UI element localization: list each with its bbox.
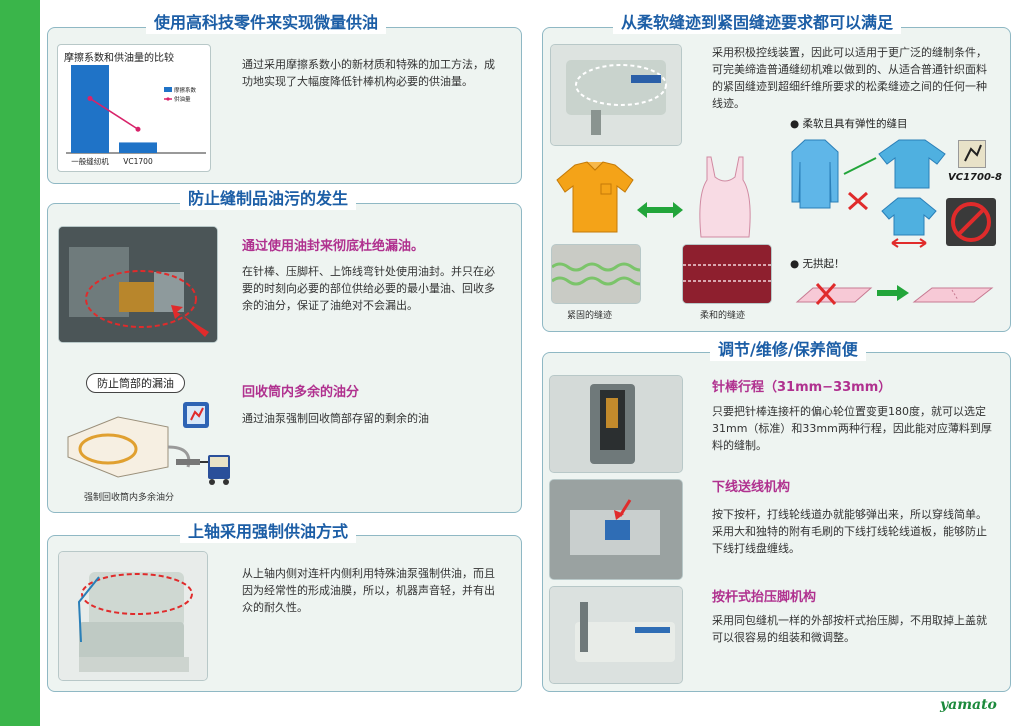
- yamato-logo: yamato: [940, 697, 997, 713]
- chart-legend-swatch: [164, 87, 172, 92]
- bullet-no-puckering: ● 无拱起！: [790, 258, 845, 270]
- bullet-soft-stitch: ● 柔软且具有弹性的缝目: [790, 118, 908, 130]
- stretched-shirt-image: [877, 136, 947, 191]
- needle-bar-photo: [549, 375, 683, 473]
- hint-icon: [183, 402, 209, 428]
- chart-legend-label: 摩擦系数: [174, 86, 197, 94]
- puckered-shirt-image: [880, 195, 938, 250]
- subtitle-oil-seal: 通过使用油封来彻底杜绝漏油。: [242, 239, 425, 254]
- stitch-sample-soft: [682, 244, 772, 304]
- camisole-image: [693, 155, 758, 240]
- stitch-sample-firm: [551, 244, 641, 304]
- chart-legend-marker: [166, 97, 170, 101]
- caption-soft-stitch: 柔和的缝迹: [700, 311, 746, 321]
- machine-photo-thread-control: [550, 44, 682, 146]
- presser-lifter-photo: [549, 586, 683, 684]
- left-accent-bar: [0, 0, 40, 726]
- chart-bar: [119, 142, 157, 153]
- section-title-micro-oil: 使用高科技零件来实现微量供油: [146, 12, 387, 34]
- section-body-forced-oil: 从上轴内侧对连杆内侧利用特殊油泵强制供油，而且因为经常性的形成油膜，所以，机器声…: [242, 567, 495, 614]
- section-title-maintenance: 调节/维修/保养简便: [710, 339, 866, 361]
- section-title-stitch-range: 从柔软缝迹到紧固缝迹要求都可以满足: [613, 12, 902, 34]
- double-arrow-icon: [635, 200, 685, 220]
- oil-comparison-chart: 摩擦系数和供油量的比较 一般缝纫机 VC1700 摩擦系数供油量: [57, 44, 211, 172]
- chart-point: [135, 126, 141, 132]
- no-stretch-icon: [946, 198, 996, 246]
- subtitle-needle-stroke: 针棒行程（31mm−33mm）: [712, 380, 892, 395]
- label-box-leak-prevention: 防止筒部的漏油: [86, 373, 185, 393]
- chart-title: 摩擦系数和供油量的比较: [64, 53, 174, 64]
- chart-category-label: VC1700: [123, 157, 153, 166]
- subtitle-looper-thread: 下线送线机构: [712, 480, 791, 495]
- body-presser-lifter: 采用同包缝机一样的外部按杆式抬压脚，不用取掉上盖就可以很容易的组装和微调整。: [712, 614, 987, 644]
- section-body-micro-oil: 通过采用摩擦系数小的新材质和特殊的加工方法，成功地实现了大幅度降低针棒机构必要的…: [242, 58, 495, 88]
- caption-oil-return: 强制回收筒内多余油分: [84, 493, 175, 503]
- chart-series-line: [89, 97, 139, 130]
- caption-firm-stitch: 紧固的缝迹: [567, 311, 613, 321]
- body-oil-return: 通过油泵强制回收筒部存留的剩余的油: [242, 412, 429, 425]
- body-oil-seal: 在针棒、压脚杆、上饰线弯针处使用油封。并只在必要的时刻向必要的部位供给必要的最小…: [242, 265, 495, 312]
- body-needle-stroke: 只要把针棒连接杆的偏心轮位置变更180度，就可以选定31mm（标准）和33mm两…: [712, 405, 992, 452]
- red-x-icon: [846, 190, 870, 212]
- section-title-oil-stain: 防止缝制品油污的发生: [180, 188, 357, 210]
- subtitle-oil-return: 回收筒内多余的油分: [242, 385, 360, 400]
- polo-shirt-image: [555, 160, 635, 235]
- long-sleeve-shirt-image: [790, 138, 840, 210]
- chart-legend-label: 供油量: [174, 95, 191, 103]
- flat-fabric-image: [912, 282, 994, 306]
- section-body-stitch-range: 采用积极控线装置，因此可以适用于更广泛的缝制条件，可完美缔造普通缝纫机难以做到的…: [712, 46, 987, 110]
- looper-thread-photo: [549, 479, 683, 580]
- chart-point: [87, 95, 93, 101]
- chart-category-label: 一般缝纫机: [71, 156, 109, 166]
- model-label: VC1700-8: [948, 172, 1003, 183]
- subtitle-presser-lifter: 按杆式抬压脚机构: [712, 590, 817, 605]
- oil-seal-photo: [58, 226, 218, 343]
- machine-photo-upper-shaft: [58, 551, 208, 681]
- body-looper-thread: 按下按杆，打线轮线道办就能够弹出来，所以穿线简单。采用大和独特的附有毛刷的下线打…: [712, 508, 987, 555]
- green-arrow-icon: [875, 285, 911, 301]
- green-line-icon: [842, 156, 878, 176]
- section-title-forced-oil: 上轴采用强制供油方式: [180, 521, 357, 543]
- hint-icon-2: [958, 140, 986, 168]
- puckered-fabric-image: [795, 280, 875, 308]
- chart-bar: [71, 65, 109, 153]
- oil-return-diagram: [58, 397, 238, 487]
